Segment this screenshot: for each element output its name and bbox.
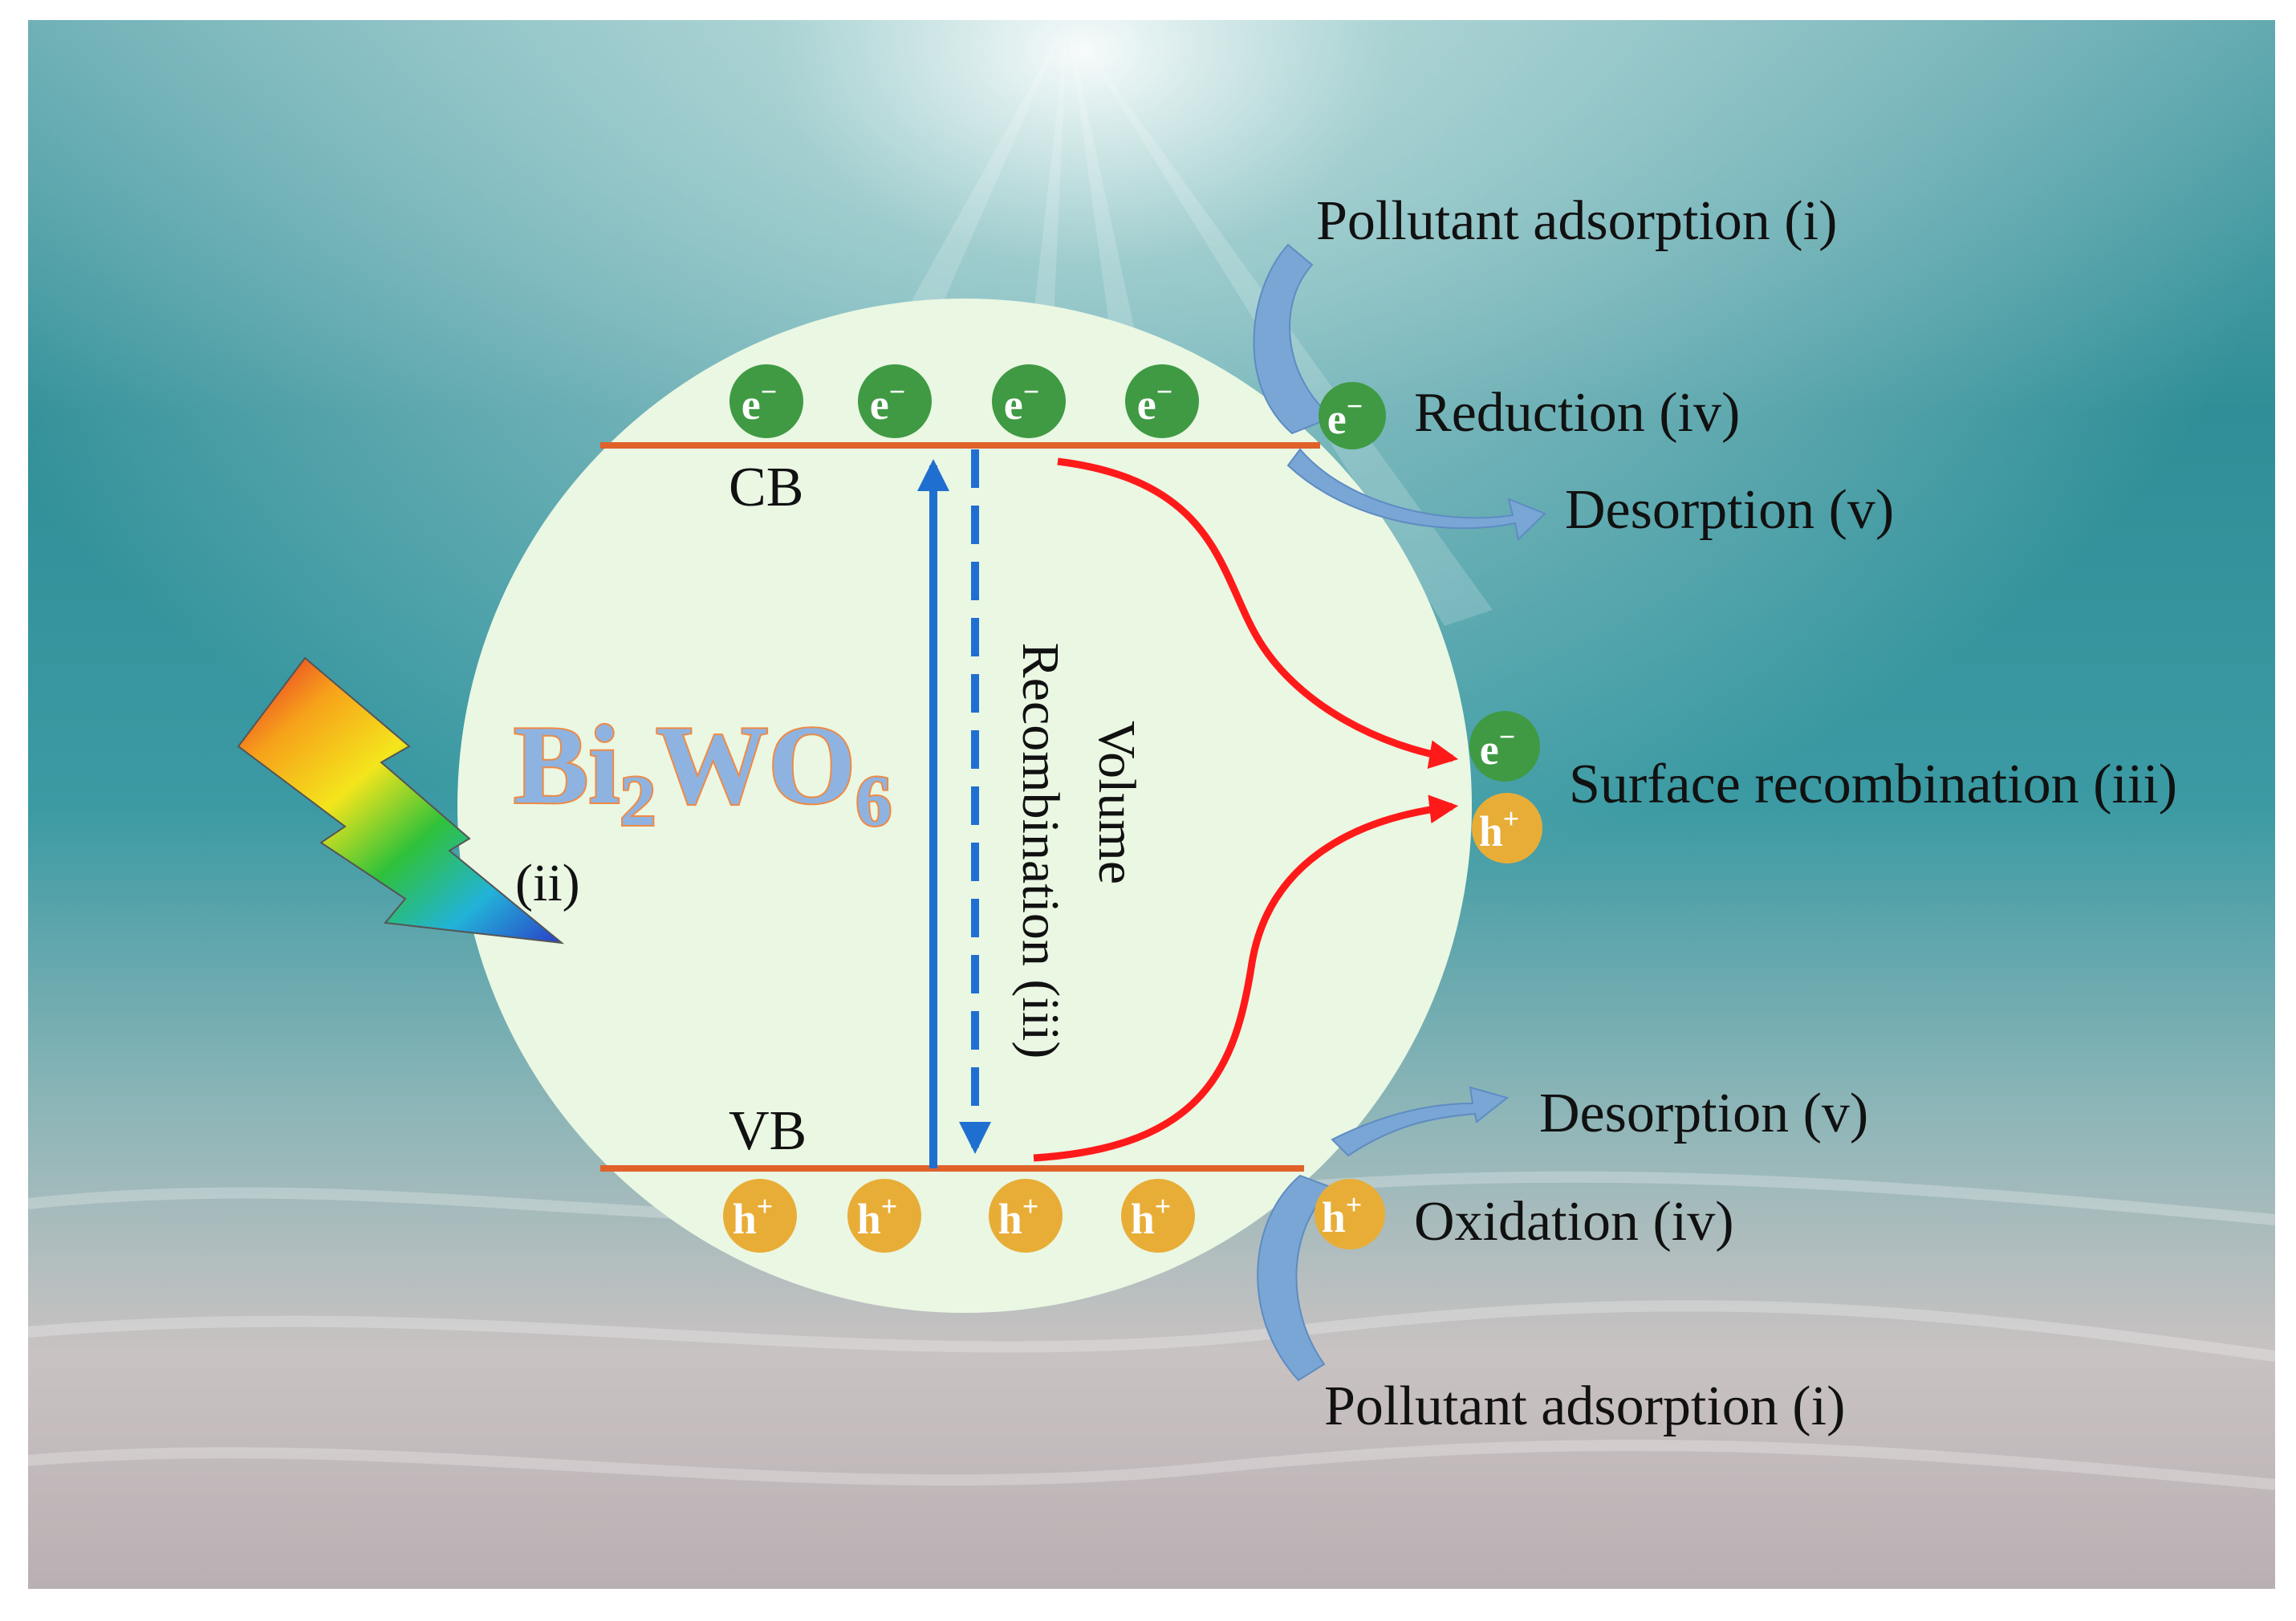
volume-label: Volume <box>1087 721 1146 884</box>
surface-hole-sup: + <box>1503 802 1520 835</box>
cb-electron-4-letter: e <box>1137 380 1156 429</box>
vb-hole-4-letter: h <box>1131 1195 1155 1243</box>
label-desorption-top: Desorption (v) <box>1565 479 1894 541</box>
label-oxidation: Oxidation (iv) <box>1414 1191 1734 1253</box>
label-reduction: Reduction (iv) <box>1414 382 1740 444</box>
svg-text:h+: h+ <box>857 1190 898 1243</box>
label-desorption-bottom: Desorption (v) <box>1539 1083 1868 1144</box>
cb-electron-2: e− <box>858 364 932 438</box>
volume-recombination-label: Volume Recombination (iii) <box>1011 643 1146 1059</box>
cb-electron-3-letter: e <box>1004 380 1023 429</box>
light-label: (ii) <box>515 854 580 912</box>
vb-hole-3: h+ <box>989 1179 1063 1253</box>
oxidation-hole-sup: + <box>1346 1188 1363 1221</box>
label-pollutant-adsorption-bottom: Pollutant adsorption (i) <box>1324 1375 1845 1437</box>
svg-text:h+: h+ <box>1322 1188 1363 1241</box>
cb-electron-1: e− <box>729 364 803 438</box>
svg-text:h+: h+ <box>733 1190 774 1243</box>
svg-text:e−: e− <box>1480 721 1515 774</box>
svg-text:e−: e− <box>1137 376 1172 429</box>
cb-electron-1-sup: − <box>761 376 778 408</box>
reduction-electron-sup: − <box>1347 390 1363 422</box>
vb-hole-3-letter: h <box>998 1195 1022 1243</box>
cb-electron-4: e− <box>1125 364 1199 438</box>
svg-text:h+: h+ <box>1479 802 1520 855</box>
cb-electron-2-letter: e <box>870 380 889 429</box>
pollutant-adsorption-arrow-top <box>1253 243 1334 435</box>
svg-text:e−: e− <box>1004 376 1039 429</box>
recombination-label: Recombination (iii) <box>1011 643 1070 1059</box>
surface-hole: h+ <box>1472 793 1542 863</box>
vb-hole-4: h+ <box>1121 1179 1195 1253</box>
label-pollutant-adsorption-top: Pollutant adsorption (i) <box>1316 190 1837 252</box>
svg-text:h+: h+ <box>1131 1190 1172 1243</box>
surface-hole-h: h <box>1479 807 1503 855</box>
label-surface-recombination: Surface recombination (iii) <box>1569 754 2177 815</box>
formula-bi: Bi <box>514 703 620 827</box>
cb-electron-2-sup: − <box>889 376 906 408</box>
cb-label: CB <box>729 457 803 518</box>
surface-electron-sup: − <box>1499 721 1516 753</box>
cb-electron-3-sup: − <box>1023 376 1040 408</box>
reduction-electron: e− <box>1319 382 1386 449</box>
reduction-electron-e: e <box>1327 395 1347 443</box>
vb-hole-3-sup: + <box>1022 1190 1039 1222</box>
light-bolt-icon <box>237 656 565 945</box>
vb-holes: h+h+h+h+ <box>723 1179 1195 1253</box>
pollutant-adsorption-arrow-bottom <box>1257 1174 1334 1382</box>
svg-text:e−: e− <box>742 376 777 429</box>
desorption-arrow-bottom <box>1331 1086 1510 1157</box>
oxidation-hole-h: h <box>1322 1193 1346 1241</box>
vb-hole-2-sup: + <box>881 1190 898 1222</box>
svg-text:e−: e− <box>870 376 905 429</box>
material-formula: Bi2WO6 <box>514 703 892 841</box>
formula-wo: WO <box>656 703 855 827</box>
vb-hole-4-sup: + <box>1155 1190 1172 1222</box>
surface-recombination-arrow-electron <box>1057 457 1459 770</box>
vb-hole-2: h+ <box>847 1179 921 1253</box>
vb-hole-1-letter: h <box>733 1195 757 1243</box>
oxidation-hole: h+ <box>1315 1179 1385 1249</box>
vb-hole-1-sup: + <box>757 1190 774 1222</box>
surface-recombination-arrow-hole <box>1033 794 1459 1162</box>
cb-electrons: e−e−e−e− <box>729 364 1199 438</box>
formula-sub-6: 6 <box>855 762 892 841</box>
formula-sub-2: 2 <box>620 762 656 841</box>
svg-text:h+: h+ <box>998 1190 1039 1243</box>
surface-electron-e: e <box>1480 725 1499 774</box>
vb-hole-2-letter: h <box>857 1195 881 1243</box>
vb-hole-1: h+ <box>723 1179 797 1253</box>
cb-electron-4-sup: − <box>1156 376 1173 408</box>
svg-text:e−: e− <box>1327 390 1363 443</box>
desorption-arrow-top <box>1286 448 1546 541</box>
cb-electron-1-letter: e <box>742 380 761 429</box>
surface-electron: e− <box>1469 711 1540 782</box>
cb-electron-3: e− <box>992 364 1066 438</box>
vb-label: VB <box>729 1100 807 1162</box>
